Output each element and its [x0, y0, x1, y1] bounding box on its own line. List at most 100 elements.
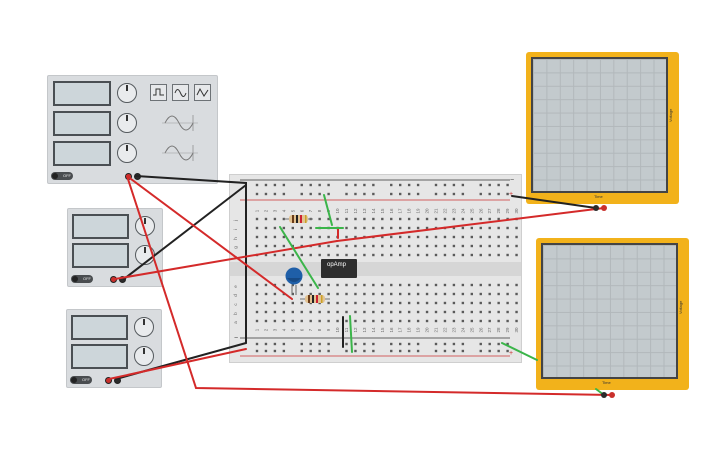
hole-f-16	[390, 253, 393, 257]
column-number-bottom-6: 6	[299, 328, 304, 331]
hole-h-6	[300, 235, 303, 239]
hole-i-27	[488, 226, 491, 230]
rail-hole	[255, 349, 259, 353]
column-number-bottom-2: 2	[263, 328, 268, 331]
rail-hole	[354, 342, 357, 346]
hole-d-13	[363, 292, 366, 296]
rail-hole	[372, 192, 375, 196]
psu2-power-switch[interactable]: OFF	[70, 376, 92, 384]
hole-b-11	[345, 310, 348, 314]
rail-hole	[363, 192, 366, 196]
hole-e-15	[381, 283, 384, 287]
hole-i-7	[309, 226, 312, 230]
hole-d-12	[354, 292, 357, 296]
hole-j-28	[497, 217, 500, 221]
hole-j-29	[506, 217, 509, 221]
hole-i-20	[425, 226, 429, 230]
hole-a-29	[506, 319, 509, 323]
rail-hole	[255, 183, 259, 187]
hole-e-26	[479, 283, 482, 287]
row-label-c: c	[233, 303, 238, 306]
fgen-offset-knob[interactable]	[117, 143, 137, 163]
psu1-current-knob[interactable]	[135, 245, 155, 265]
column-number-bottom-4: 4	[281, 328, 286, 331]
column-number-bottom-25: 25	[469, 327, 474, 333]
rail-hole	[390, 342, 393, 346]
hole-j-22	[443, 217, 447, 221]
hole-b-29	[506, 310, 509, 314]
hole-g-6	[300, 244, 303, 248]
hole-j-3	[273, 217, 277, 221]
rail-hole	[390, 183, 393, 187]
hole-a-10	[336, 319, 339, 323]
hole-e-13	[363, 283, 366, 287]
psu2-positive-terminal[interactable]	[105, 377, 112, 384]
rail-hole	[255, 192, 259, 196]
oscilloscope-1[interactable]: Time Voltage	[526, 52, 679, 204]
psu2-current-knob[interactable]	[134, 346, 154, 366]
oscilloscope-2[interactable]: Time Voltage	[536, 238, 689, 390]
triangle-wave-icon	[196, 87, 209, 97]
square-wave-button[interactable]	[150, 84, 167, 101]
hole-i-12	[354, 226, 357, 230]
rail-hole	[372, 349, 375, 353]
column-number-bottom-3: 3	[272, 328, 277, 331]
hole-e-2	[264, 283, 268, 287]
fgen-power-switch[interactable]: OFF	[51, 172, 73, 180]
column-number-bottom-27: 27	[487, 327, 492, 333]
hole-g-24	[461, 244, 465, 248]
hole-e-29	[506, 283, 509, 287]
hole-i-8	[318, 226, 321, 230]
hole-c-1	[255, 301, 259, 305]
hole-c-9	[327, 301, 330, 305]
hole-e-24	[461, 283, 465, 287]
hole-i-5	[291, 226, 294, 230]
hole-b-6	[300, 310, 303, 314]
opamp-chip[interactable]: opAmp	[321, 259, 357, 278]
column-number-bottom-12: 12	[353, 327, 358, 333]
rail-hole	[488, 342, 491, 346]
psu2-voltage-knob[interactable]	[134, 317, 154, 337]
fgen-amplitude-knob[interactable]	[117, 113, 137, 133]
rail-hole	[443, 342, 447, 346]
hole-h-4	[282, 235, 286, 239]
psu1-voltage-knob[interactable]	[135, 216, 155, 236]
hole-j-8	[318, 217, 321, 221]
oscilloscope-1-x-label: Time	[594, 194, 603, 199]
triangle-wave-button[interactable]	[194, 84, 211, 101]
psu1-positive-terminal[interactable]	[110, 276, 117, 283]
psu2-negative-terminal[interactable]	[114, 377, 121, 384]
rail-hole	[327, 342, 330, 346]
hole-c-2	[264, 301, 268, 305]
hole-f-9	[327, 253, 330, 257]
hole-h-9	[327, 235, 330, 239]
rail-hole	[416, 192, 420, 196]
hole-b-17	[399, 310, 402, 314]
hole-a-12	[354, 319, 357, 323]
fgen-frequency-knob[interactable]	[117, 83, 137, 103]
psu1-negative-terminal[interactable]	[119, 276, 126, 283]
psu1-current-display	[72, 243, 129, 268]
hole-e-28	[497, 283, 500, 287]
sine-wave-icon	[174, 89, 187, 97]
column-number-top-23: 23	[451, 208, 456, 214]
hole-e-21	[434, 283, 438, 287]
psu1-power-switch[interactable]: OFF	[71, 275, 93, 283]
hole-g-7	[309, 244, 312, 248]
power-supply-1[interactable]: OFF	[67, 208, 163, 287]
column-number-bottom-17: 17	[398, 327, 403, 333]
hole-d-27	[488, 292, 491, 296]
hole-i-15	[381, 226, 384, 230]
column-number-top-27: 27	[487, 208, 492, 214]
power-supply-2[interactable]: OFF	[66, 309, 162, 388]
hole-j-4	[282, 217, 286, 221]
hole-b-14	[372, 310, 375, 314]
fgen-negative-terminal[interactable]	[134, 173, 141, 180]
hole-a-23	[452, 319, 456, 323]
sine-wave-button[interactable]	[172, 84, 189, 101]
rail-hole	[264, 342, 268, 346]
fgen-positive-terminal[interactable]	[125, 173, 132, 180]
function-generator[interactable]: OFF	[47, 75, 218, 184]
hole-d-8	[318, 292, 321, 296]
